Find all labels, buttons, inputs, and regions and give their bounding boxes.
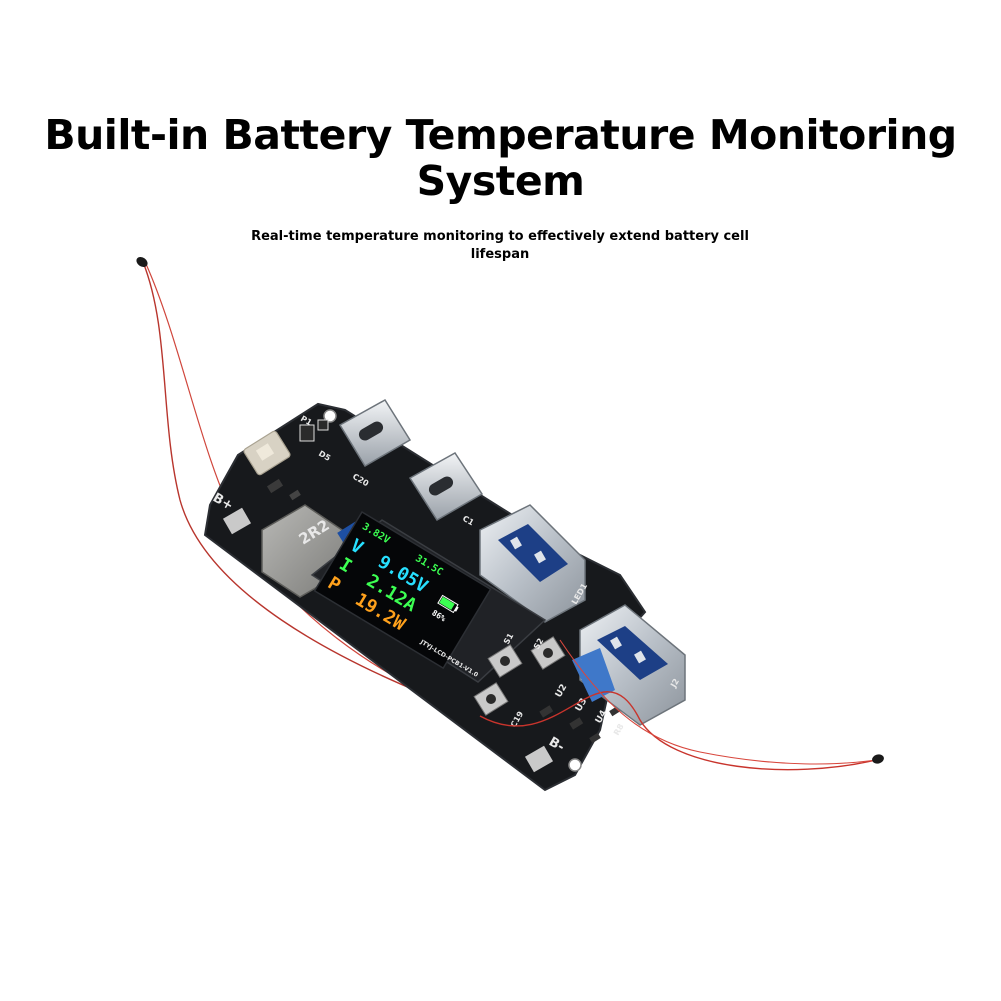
lcd-module: 3.82V 31.5C V 9.05V I 2.12A P 19.2W 86% (310, 510, 547, 683)
thermistor-bead-icon (136, 256, 148, 268)
tactile-button-s2 (530, 636, 566, 670)
battery-level-icon (437, 594, 459, 614)
thermistor-probe-right (479, 639, 884, 771)
usb-a-port-2 (572, 604, 686, 726)
slide-switch (243, 430, 291, 476)
silk-r8: R8 (612, 722, 626, 737)
tactile-button-3 (473, 682, 509, 716)
tactile-button-s1 (487, 644, 523, 678)
usb-c-port-2 (408, 452, 484, 522)
silk-j2: J2 (668, 677, 681, 690)
usb-a-port-1 (479, 504, 586, 623)
lcd-screen (313, 510, 492, 670)
thermistor-bead-icon (872, 754, 884, 764)
page-title: Built-in Battery Temperature Monitoring … (44, 111, 957, 205)
usb-c-port-1 (338, 398, 412, 468)
silk-b-minus: B- (546, 734, 567, 755)
page-subtitle: Real-time temperature monitoring to effe… (251, 229, 749, 262)
